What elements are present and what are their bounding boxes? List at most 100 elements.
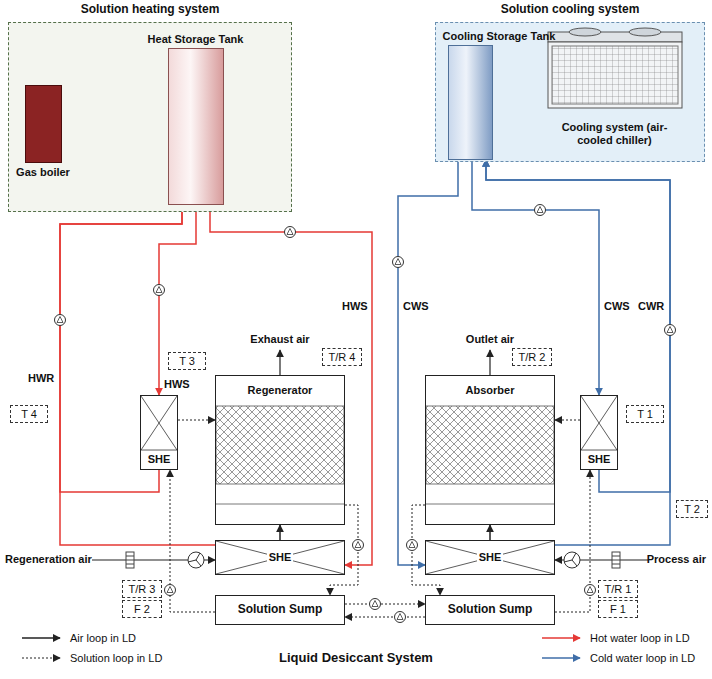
heat-exchanger: SHE xyxy=(580,395,618,470)
exchanger-cross xyxy=(581,450,617,451)
legend-text: Air loop in LD xyxy=(70,632,136,645)
pump-symbol xyxy=(585,585,596,596)
legend-text: Solution loop in LD xyxy=(70,652,162,665)
node-text: T 2 xyxy=(684,503,700,516)
system-region: Solution cooling systemCooling Storage T… xyxy=(435,22,705,162)
fan-symbol xyxy=(564,552,580,568)
chiller-unit xyxy=(548,32,682,42)
sensor-box: T 2 xyxy=(676,500,708,518)
node-text: T/R 4 xyxy=(329,351,356,364)
pipe-label: Outlet air xyxy=(466,333,514,345)
packing-mesh xyxy=(216,376,344,524)
pump-symbol xyxy=(585,585,596,596)
pump-symbol xyxy=(353,540,364,551)
fan-symbol xyxy=(188,552,204,568)
solution-sump: Solution Sump xyxy=(215,595,345,625)
node-text: T/R 1 xyxy=(605,583,632,596)
exchanger-cross xyxy=(426,541,554,574)
pump-symbol xyxy=(407,540,418,551)
pump-symbol xyxy=(370,599,381,610)
pump-symbol xyxy=(407,540,418,551)
sensor-box: F 2 xyxy=(122,600,162,618)
legend-entry: Solution loop in LD xyxy=(20,652,162,665)
chiller-unit: Cooling system (air-cooled chiller) xyxy=(540,30,690,150)
solution-line xyxy=(178,420,215,421)
exchanger-cross xyxy=(141,450,177,451)
damper-symbol xyxy=(612,556,620,564)
pump-symbol xyxy=(156,287,162,293)
pump-symbol xyxy=(353,540,364,551)
pump-symbol xyxy=(393,257,404,268)
pump-symbol xyxy=(395,612,406,623)
node-text: Absorber xyxy=(464,384,517,397)
heating-region-fill xyxy=(8,22,292,212)
node-text: Solution Sump xyxy=(448,603,533,617)
pipe-label: CWS xyxy=(604,300,630,312)
pump-symbol xyxy=(154,285,165,296)
packed-tower: Regenerator xyxy=(215,375,345,525)
pump-symbol xyxy=(395,612,406,623)
cold-water-pipe xyxy=(472,160,599,396)
pump-symbol xyxy=(165,585,176,596)
hot-water-pipe xyxy=(210,205,372,566)
chiller-unit xyxy=(629,28,661,36)
air-flow xyxy=(279,525,281,540)
legend-sample xyxy=(20,633,64,643)
pipe-label: HWR xyxy=(28,372,54,384)
sensor-box: T 1 xyxy=(626,405,664,423)
pump-symbol xyxy=(167,587,173,593)
pump-symbol xyxy=(370,599,381,610)
air-arrow xyxy=(92,350,648,560)
pipe-label: HWS xyxy=(164,378,190,390)
chiller-unit xyxy=(552,46,678,104)
solution-line xyxy=(170,470,215,612)
damper-symbol xyxy=(126,552,134,568)
pump-symbol xyxy=(285,227,296,238)
exchanger-cross xyxy=(216,541,344,574)
gas-boiler: Gas boiler xyxy=(25,85,62,163)
pump-symbol xyxy=(409,542,415,548)
node-text: T 4 xyxy=(21,408,37,421)
pump-symbol xyxy=(165,585,176,596)
pipe-label: Regeneration air xyxy=(5,553,92,565)
node-text: Solution cooling system xyxy=(436,3,704,17)
sensor-box: F 1 xyxy=(598,600,638,618)
cooling-region-fill xyxy=(435,22,705,162)
tower-base xyxy=(426,504,554,505)
pipe-label: Process air xyxy=(647,553,706,565)
node-text: SHE xyxy=(477,551,504,564)
node-text: Solution Sump xyxy=(238,603,323,617)
diagram-caption: Liquid Desiccant System xyxy=(0,650,712,665)
node-text: Cooling Storage Tank xyxy=(443,30,556,43)
pipe-label: HWS xyxy=(342,300,368,312)
pump-symbol xyxy=(587,587,593,593)
sensor-box: T 4 xyxy=(10,405,48,423)
pump-symbol xyxy=(665,325,676,336)
pipe-label: Exhaust air xyxy=(250,333,309,345)
legend-sample xyxy=(20,653,64,663)
legend-sample xyxy=(540,633,584,643)
node-text: Solution heating system xyxy=(9,3,291,17)
node-text: F 2 xyxy=(134,603,150,616)
pump-symbol xyxy=(55,205,676,623)
legend-line xyxy=(22,638,60,640)
node-text: Heat Storage Tank xyxy=(148,33,244,46)
pump-symbol xyxy=(665,325,676,336)
chiller-unit xyxy=(548,42,682,108)
exchanger-cross xyxy=(581,396,617,450)
solution-line xyxy=(345,604,425,605)
pump-symbol xyxy=(372,601,378,607)
node-text: SHE xyxy=(267,551,294,564)
pump-symbol xyxy=(397,614,403,620)
node-text: Regenerator xyxy=(246,384,315,397)
node-text: T/R 3 xyxy=(129,583,156,596)
packing-mesh xyxy=(426,376,554,524)
legend-text: Cold water loop in LD xyxy=(590,652,695,665)
pump-symbol xyxy=(355,542,361,548)
air-flow xyxy=(489,525,491,540)
packing-mesh xyxy=(216,406,344,484)
chiller-unit xyxy=(569,28,601,36)
node-text: SHE xyxy=(146,453,173,466)
hot-water-pipe xyxy=(60,205,182,493)
